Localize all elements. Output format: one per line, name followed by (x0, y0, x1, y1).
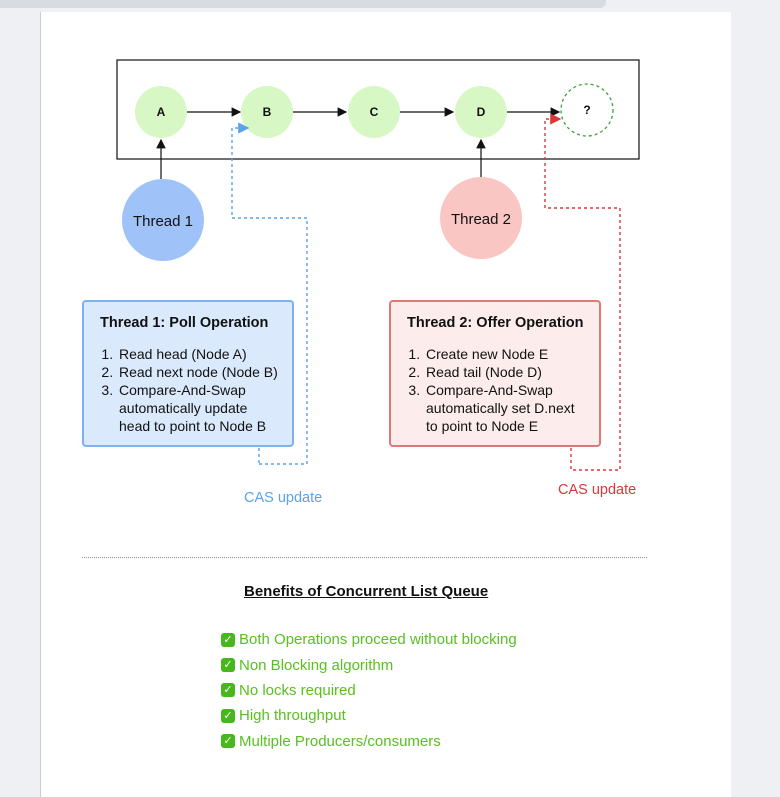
thread1-circle: Thread 1 (122, 179, 204, 261)
benefit-text: Multiple Producers/consumers (239, 732, 441, 750)
benefit-text: Non Blocking algorithm (239, 656, 394, 674)
benefit-item: ✓ Non Blocking algorithm (221, 652, 517, 677)
section-divider (82, 557, 647, 558)
benefit-text: Both Operations proceed without blocking (239, 631, 517, 649)
node-c-label: C (370, 105, 379, 119)
thread2-label: Thread 2 (451, 211, 511, 228)
check-mark-icon: ✓ (221, 708, 235, 723)
benefit-text: No locks required (239, 681, 356, 699)
poll-operation-box: Thread 1: Poll Operation Read head (Node… (82, 300, 294, 447)
cas-update-label-red: CAS update (558, 482, 637, 498)
node-a: A (135, 86, 187, 138)
cas-path-red (544, 113, 621, 471)
check-mark-icon: ✓ (221, 683, 235, 698)
benefits-list: ✓ Both Operations proceed without blockin… (221, 627, 517, 754)
node-new-label: ? (583, 103, 590, 117)
offer-step: Create new Node E (424, 345, 587, 363)
check-mark-icon: ✓ (221, 658, 235, 673)
node-b-label: B (263, 105, 272, 119)
offer-steps-list: Create new Node E Read tail (Node D) Com… (407, 345, 587, 435)
node-d-label: D (477, 105, 486, 119)
browser-top-strip (0, 0, 780, 12)
offer-step: Read tail (Node D) (424, 363, 587, 381)
cas-update-label-blue: CAS update (244, 490, 323, 506)
node-c: C (348, 86, 400, 138)
benefit-item: ✓ High throughput (221, 703, 517, 728)
queue-diagram: A B C D ? Thread 1 Thread 2 (116, 59, 640, 471)
thread2-circle: Thread 2 (440, 177, 522, 259)
offer-step: Compare-And-Swap automatically set D.nex… (424, 381, 587, 435)
poll-step: Read next node (Node B) (117, 363, 280, 381)
thread1-label: Thread 1 (133, 213, 193, 230)
node-new-unknown: ? (560, 83, 614, 137)
benefit-item: ✓ No locks required (221, 678, 517, 703)
benefit-text: High throughput (239, 707, 346, 725)
linked-list-frame (116, 59, 640, 160)
poll-steps-list: Read head (Node A) Read next node (Node … (100, 345, 280, 435)
benefit-item: ✓ Both Operations proceed without blockin… (221, 627, 517, 652)
node-d: D (455, 86, 507, 138)
node-b: B (241, 86, 293, 138)
cas-path-blue (231, 122, 308, 465)
check-mark-icon: ✓ (221, 734, 235, 749)
offer-operation-title: Thread 2: Offer Operation (407, 315, 584, 331)
check-mark-icon: ✓ (221, 632, 235, 647)
poll-operation-title: Thread 1: Poll Operation (100, 315, 269, 331)
node-a-label: A (157, 105, 166, 119)
poll-step: Compare-And-Swap automatically update he… (117, 381, 280, 435)
document-page: A B C D ? Thread 1 Thread 2 (40, 12, 731, 797)
benefit-item: ✓ Multiple Producers/consumers (221, 729, 517, 754)
poll-step: Read head (Node A) (117, 345, 280, 363)
offer-operation-box: Thread 2: Offer Operation Create new Nod… (389, 300, 601, 447)
horizontal-scrollbar[interactable] (0, 0, 606, 8)
benefits-heading: Benefits of Concurrent List Queue (244, 583, 489, 600)
